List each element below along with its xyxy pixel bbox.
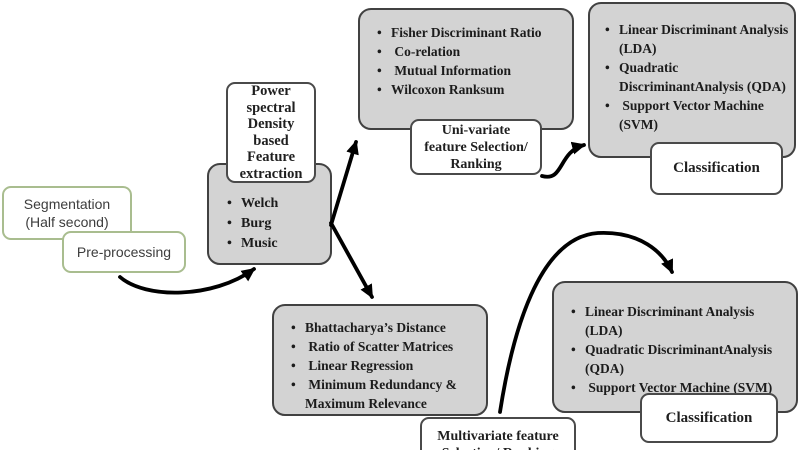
multivariate-criteria-list: Bhattacharya’s Distance Ratio of Scatter…	[289, 318, 482, 413]
classification-top-label: Classification	[673, 160, 760, 176]
preprocessing-label: Pre-processing	[76, 243, 172, 260]
list-item: Burg	[225, 214, 322, 234]
segmentation-label: Segmentation (Half second)	[23, 195, 111, 230]
multivariate-label-box: Multivariate feature Selection/ Ranking	[420, 417, 576, 450]
classifiers-top-list: Linear Discriminant Analysis (LDA) Quadr…	[603, 20, 790, 134]
multivariate-criteria-box: Bhattacharya’s Distance Ratio of Scatter…	[272, 304, 488, 416]
list-item: Co-relation	[375, 42, 568, 61]
list-item: Minimum Redundancy & Maximum Relevance	[289, 375, 482, 413]
preprocessing-box: Pre-processing	[62, 231, 186, 273]
list-item: Wilcoxon Ranksum	[375, 80, 568, 99]
multivariate-label: Multivariate feature Selection/ Ranking	[437, 429, 559, 450]
list-item: Mutual Information	[375, 61, 568, 80]
feature-extraction-title-box: Power spectral Density based Feature ext…	[226, 82, 316, 183]
arrow-univariate-to-classification	[540, 141, 586, 179]
list-item: Support Vector Machine (SVM)	[603, 96, 790, 134]
list-item: Ratio of Scatter Matrices	[289, 337, 482, 356]
classification-bottom-label-box: Classification	[640, 393, 778, 443]
list-item: Quadratic DiscriminantAnalysis (QDA)	[569, 340, 792, 378]
univariate-label: Uni-variate feature Selection/ Ranking	[424, 122, 528, 172]
psd-methods-list: Welch Burg Music	[225, 194, 322, 254]
arrow-feature-extraction-to-multivariate	[329, 221, 374, 299]
list-item: Linear Discriminant Analysis (LDA)	[569, 302, 792, 340]
classifiers-top-box: Linear Discriminant Analysis (LDA) Quadr…	[588, 2, 796, 158]
list-item: Fisher Discriminant Ratio	[375, 23, 568, 42]
univariate-label-box: Uni-variate feature Selection/ Ranking	[410, 119, 542, 175]
list-item: Linear Regression	[289, 356, 482, 375]
list-item: Welch	[225, 194, 322, 214]
list-item: Bhattacharya’s Distance	[289, 318, 482, 337]
arrow-feature-extraction-to-univariate	[329, 140, 359, 227]
list-item: Music	[225, 234, 322, 254]
list-item: Quadratic DiscriminantAnalysis (QDA)	[603, 58, 790, 96]
list-item: Linear Discriminant Analysis (LDA)	[603, 20, 790, 58]
univariate-criteria-box: Fisher Discriminant Ratio Co-relation Mu…	[358, 8, 574, 130]
feature-extraction-title: Power spectral Density based Feature ext…	[239, 83, 303, 182]
classifiers-bottom-list: Linear Discriminant Analysis (LDA) Quadr…	[569, 302, 792, 397]
univariate-criteria-list: Fisher Discriminant Ratio Co-relation Mu…	[375, 23, 568, 99]
classification-top-label-box: Classification	[650, 142, 783, 195]
classification-bottom-label: Classification	[665, 409, 753, 426]
